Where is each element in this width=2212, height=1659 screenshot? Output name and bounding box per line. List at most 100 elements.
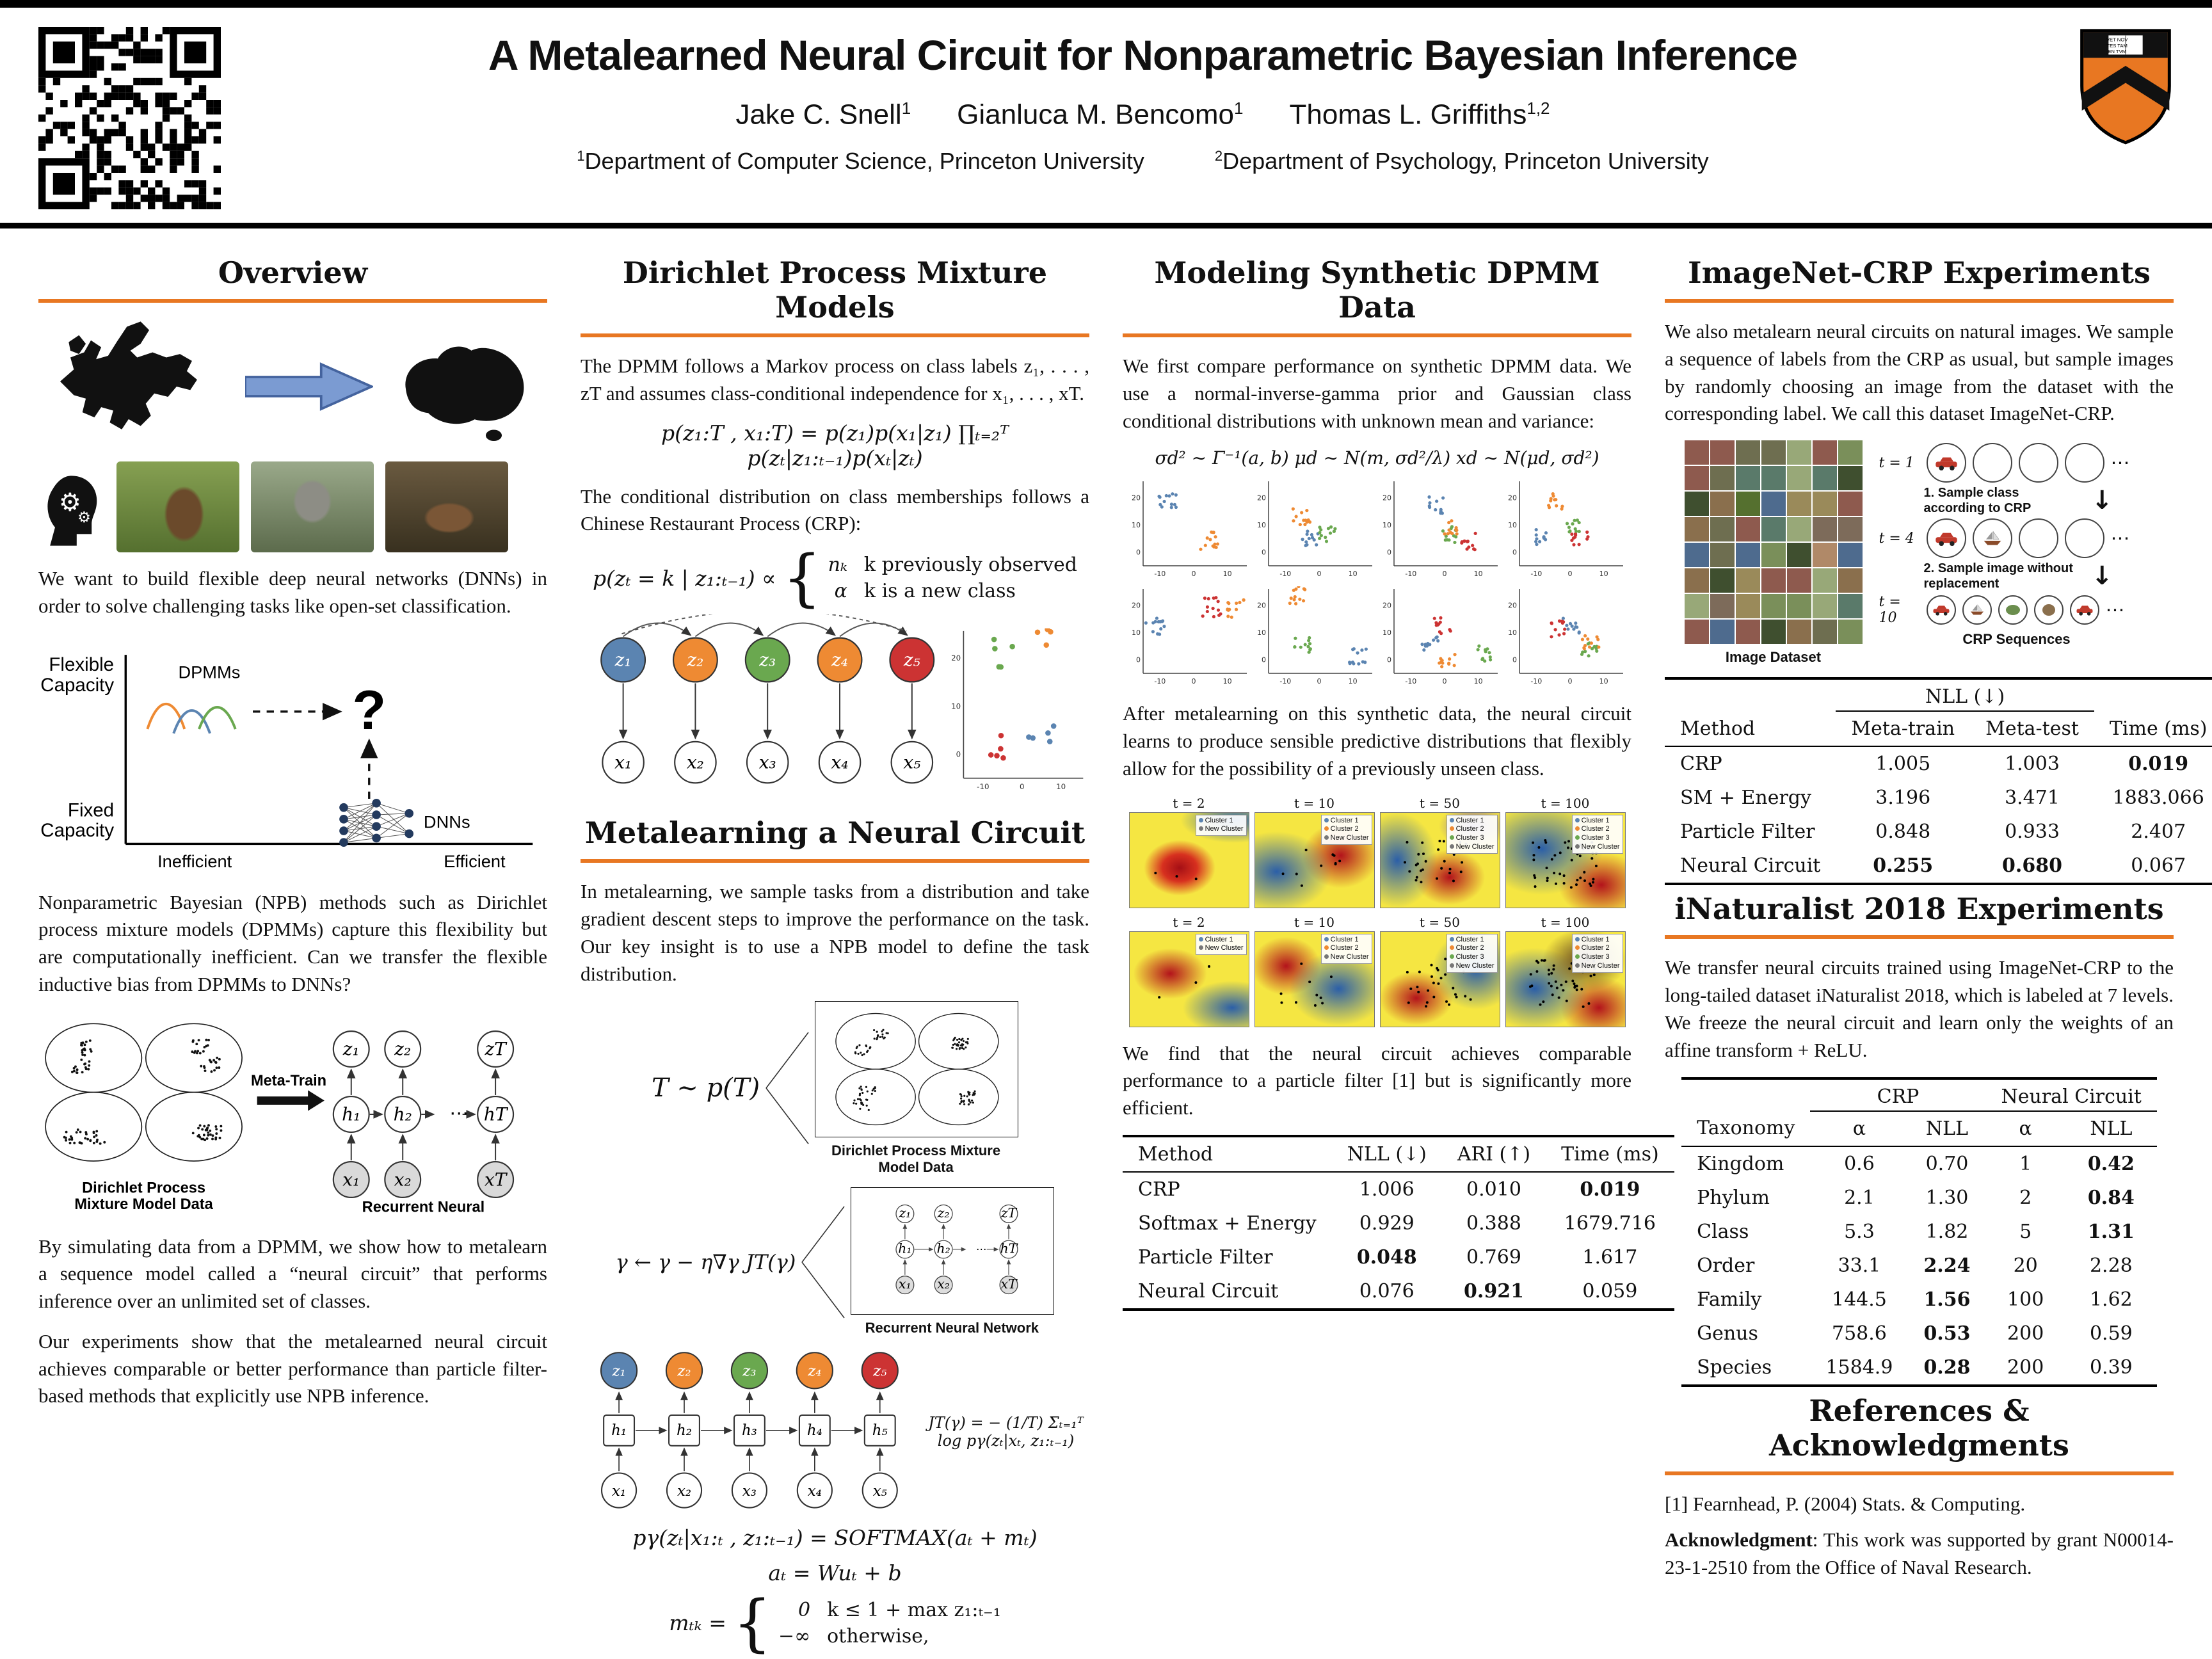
image-thumbnail [1710,466,1735,491]
prior-equation: σd² ∼ Γ⁻¹(a, b) μd ∼ N(m, σd²/λ) xd ∼ N(… [1155,447,1599,469]
dpmm-data-box [815,1000,1019,1137]
head-gears-icon: ⚙ ⚙ [47,476,97,546]
svg-text:-10: -10 [1405,677,1416,685]
task-distribution-equation: T ∼ p(T) [651,1073,760,1103]
svg-text:20: 20 [1508,494,1517,502]
svg-text:z₁: z₁ [899,1205,911,1221]
svg-text:20: 20 [1257,494,1266,502]
svg-text:10: 10 [1599,570,1608,578]
synthetic-paragraph-2: After metalearning on this synthetic dat… [1123,702,1631,780]
image-thumbnail [1761,517,1786,542]
maps-figure [38,318,547,455]
svg-text:z₄: z₄ [831,650,848,671]
section-heading-overview: Overview [218,255,368,290]
svg-text:hT: hT [1000,1241,1018,1256]
orange-rule [1665,299,2174,303]
koala-photo [251,461,374,552]
svg-text:⚙: ⚙ [59,488,81,517]
orange-rule [1665,1471,2174,1475]
overview-paragraph-4: Our experiments show that the metalearne… [38,1329,547,1407]
poster-body: Overview ⚙ ⚙ [0,228,2212,1659]
image-thumbnail [1812,594,1837,619]
svg-text:10: 10 [951,702,961,711]
svg-text:⋯: ⋯ [449,1102,469,1125]
svg-text:x₃: x₃ [759,752,776,773]
svg-text:z₂: z₂ [686,650,703,671]
dpmm-paragraph-1: The DPMM follows a Markov process on cla… [581,355,1089,405]
image-dataset-grid [1684,440,1863,645]
svg-text:10: 10 [1508,629,1517,637]
svg-text:hT: hT [484,1103,509,1125]
image-thumbnail [1735,594,1760,619]
svg-text:x₁: x₁ [899,1276,911,1292]
svg-text:10: 10 [1132,629,1141,637]
orange-rule [581,333,1089,337]
svg-text:0: 0 [1387,549,1391,557]
image-thumbnail [1812,517,1837,542]
svg-text:z₂: z₂ [394,1038,411,1059]
svg-text:DPMMs: DPMMs [178,662,240,682]
orange-rule [38,299,547,303]
image-thumbnail [1812,543,1837,568]
svg-text:10: 10 [1599,677,1608,685]
image-thumbnail [1812,466,1837,491]
author: Thomas L. Griffiths1,2 [1289,99,1550,131]
svg-text:Capacity: Capacity [40,820,114,841]
svg-text:0: 0 [1136,549,1141,557]
svg-text:Flexible: Flexible [49,654,114,675]
svg-text:h₃: h₃ [741,1422,757,1439]
svg-text:⚙: ⚙ [77,508,91,526]
inaturalist-paragraph: We transfer neural circuits trained usin… [1665,956,2174,1061]
image-thumbnail [1710,517,1735,542]
references-section: References & Acknowledgments [1] Fearnhe… [1665,1393,2174,1582]
gradient-update-figure: γ ← γ − η∇γ JT(γ) [581,1187,1089,1336]
empty-slot [2064,443,2104,483]
svg-text:0: 0 [1262,656,1266,664]
svg-text:x₂: x₂ [677,1483,691,1500]
svg-text:h₂: h₂ [394,1103,412,1125]
image-thumbnail [1684,492,1709,517]
svg-text:10: 10 [1508,521,1517,529]
image-thumbnail [1710,620,1735,645]
svg-text:Meta-Train: Meta-Train [251,1073,326,1089]
sailboat-icon [1962,595,1992,625]
image-thumbnail [1838,620,1863,645]
image-thumbnail [1838,517,1863,542]
image-thumbnail [1838,594,1863,619]
top-black-bar [0,0,2212,8]
image-thumbnail [1710,594,1735,619]
svg-text:0: 0 [1191,677,1196,685]
empty-slot [2018,518,2058,559]
svg-text:x₁: x₁ [614,752,632,773]
section-heading-metalearning: Metalearning a Neural Circuit [584,815,1086,851]
image-thumbnail [1786,543,1811,568]
imagenet-crp-figure: Image Dataset t = 1 ⋯ 1. Sample class ac… [1665,440,2174,666]
svg-text:z₃: z₃ [758,650,776,671]
svg-text:-10: -10 [1279,570,1291,578]
mini-rnn-diagram: ⋯ z₁ z₂ zT h₁ h₂ hT x₁ x₂ xT [895,1205,1018,1295]
orange-rule [1123,333,1631,337]
svg-text:x₅: x₅ [872,1483,886,1500]
svg-text:z₁: z₁ [342,1038,360,1059]
svg-text:10: 10 [1257,521,1266,529]
image-thumbnail [1684,620,1709,645]
svg-text:Recurrent Neural: Recurrent Neural [362,1199,485,1215]
image-thumbnail [1684,466,1709,491]
svg-text:10: 10 [1056,782,1066,791]
imagenet-paragraph-1: We also metalearn neural circuits on nat… [1665,320,2174,425]
brace: { [782,542,822,614]
crp-sequence-row: t = 10 ⋯ [1879,594,2125,627]
acknowledgment: Acknowledgment: This work was supported … [1665,1528,2174,1579]
image-thumbnail [1684,594,1709,619]
svg-text:h₅: h₅ [872,1422,887,1439]
svg-text:xT: xT [485,1169,508,1190]
image-thumbnail [1735,492,1760,517]
svg-text:z₂: z₂ [937,1205,950,1221]
svg-text:-10: -10 [1154,570,1166,578]
